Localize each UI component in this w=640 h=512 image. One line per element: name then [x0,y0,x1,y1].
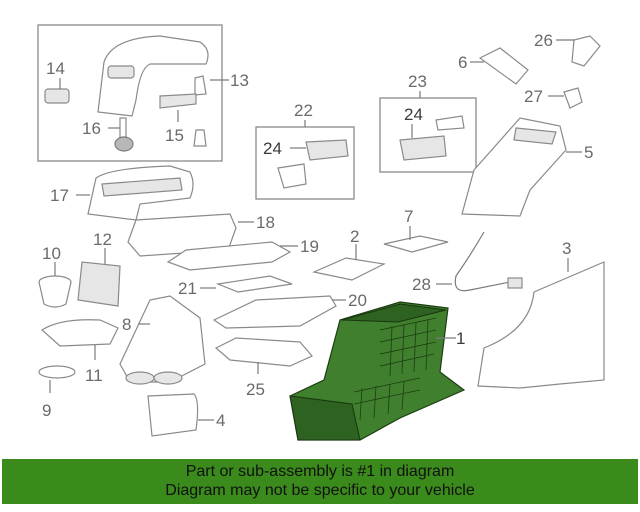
part-28-connector [507,277,523,289]
part-15-bracket [159,93,197,109]
part-2-pad [312,257,386,281]
callout-11: 11 [85,366,103,385]
part-7-pad [383,235,449,253]
callout-8: 8 [122,315,131,334]
part-3-side-panel [477,261,605,389]
part-17-inner [101,177,183,197]
callout-28: 28 [412,275,431,294]
banner-line-2: Diagram may not be specific to your vehi… [165,482,475,499]
part-23-clip [435,115,465,131]
part-25-liner [214,337,313,367]
part-6-trim [478,47,529,85]
part-1-top-rim [341,303,447,323]
part-13-slot [107,65,135,79]
group-box-22 [255,126,355,200]
part-5-handle [513,127,557,145]
part-20-tray [212,295,337,329]
banner-line-1: Part or sub-assembly is #1 in diagram [185,463,455,480]
callout-27: 27 [524,87,543,106]
part-18-tray [127,213,237,257]
callout-3: 3 [562,239,571,258]
callout-26: 26 [534,31,553,50]
callout-2: 2 [350,227,359,246]
callout-4: 4 [216,411,225,430]
exploded-parts-diagram: 13 14 16 15 17 18 19 10 12 11 9 8 4 [37,24,605,441]
callout-25: 25 [246,380,265,399]
callout-5: 5 [584,143,593,162]
callout-7: 7 [404,207,413,226]
part-14-latch [44,88,70,104]
callout-15: 15 [165,126,184,145]
part-8-cupholder-a [125,371,155,385]
part-1-console-assembly [289,301,466,441]
part-15-pin [193,129,207,147]
part-22-clip [277,163,307,189]
part-13-clip [194,75,207,96]
part-1-front-face [289,395,361,441]
group-box-13 [37,24,223,162]
part-9-ring [38,365,76,379]
part-26-clip [571,35,601,67]
callout-13: 13 [230,71,249,90]
callout-23: 23 [408,72,427,91]
callout-1: 1 [456,329,465,348]
part-23-bracket [399,135,447,161]
callout-19: 19 [300,237,319,256]
part-13-armrest-cover [97,35,209,117]
part-8-cupholder-b [153,371,183,385]
part-11-bezel [41,319,119,347]
part-8-base [119,295,206,383]
callout-24b: 24 [404,105,423,124]
callout-20: 20 [348,291,367,310]
callout-6: 6 [458,53,467,72]
group-box-23 [379,97,477,173]
callout-18: 18 [256,213,275,232]
part-19-mat [166,241,292,271]
part-16-knob [114,136,134,152]
part-22-bracket [305,139,349,161]
part-28-cable [454,231,511,292]
callout-24a: 24 [263,139,282,158]
part-4-plate [147,393,199,437]
callout-22: 22 [294,101,313,120]
callout-9: 9 [42,401,51,420]
callout-14: 14 [46,59,65,78]
callout-17: 17 [50,186,69,205]
part-27-clip [563,87,583,109]
callout-12: 12 [93,230,112,249]
part-21-mat [215,275,293,293]
part-12-panel [77,261,121,307]
part-1-grid [353,317,437,421]
info-banner: Part or sub-assembly is #1 in diagram Di… [2,459,638,504]
part-10-cup [38,281,72,308]
callout-16: 16 [82,119,101,138]
callout-10: 10 [42,244,61,263]
callout-21: 21 [178,279,197,298]
